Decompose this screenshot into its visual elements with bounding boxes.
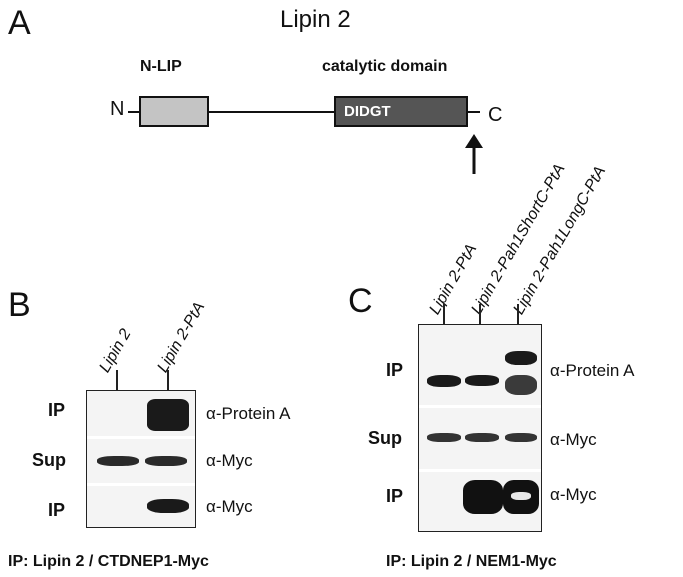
panel-b-lane-1-tick	[116, 370, 118, 392]
panel-b-lane-2-tick	[167, 370, 169, 392]
panel-c-row-1-lane-3-lower-band	[505, 375, 537, 395]
panel-c-divider-1	[419, 405, 541, 408]
panel-b-row-1-lane-2-band	[147, 399, 189, 431]
panel-c-lane-1-tick	[443, 304, 445, 326]
panel-b-row-1-antibody: α-Protein A	[206, 404, 291, 423]
panel-c-row-1-label: IP	[386, 360, 404, 380]
panel-b-row-2-label: Sup	[32, 450, 66, 470]
panel-b-row-3-lane-2-band	[147, 499, 189, 513]
panel-c-row-3-lane-3-band	[503, 480, 539, 514]
nlip-domain-box	[139, 96, 209, 127]
panel-c-blot	[418, 324, 542, 532]
c-terminus-label: C	[488, 104, 503, 126]
panel-c-row-2-lane-3-band	[505, 433, 537, 442]
panel-c-row-1-lane-1-band	[427, 375, 461, 387]
panel-c-row-3-lane-2-band	[463, 480, 503, 514]
panel-c-caption: IP: Lipin 2 / NEM1-Myc	[386, 553, 557, 570]
panel-c-row-3-antibody: α-Myc	[550, 485, 597, 504]
panel-c-row-1-antibody: α-Protein A	[550, 361, 635, 380]
c-terminus-arrow-icon	[465, 134, 483, 174]
panel-c-row-2-label: Sup	[368, 428, 402, 448]
panel-c-row-3-lane-3-burnout	[511, 492, 531, 500]
panel-b-row-1-label: IP	[48, 400, 66, 420]
panel-a-title: Lipin 2	[280, 6, 351, 33]
panel-a-letter: A	[8, 4, 31, 42]
nlip-label: N-LIP	[140, 58, 182, 75]
panel-c-row-1-lane-2-band	[465, 375, 499, 386]
panel-c-row-1-lane-3-upper-band	[505, 351, 537, 365]
panel-c-row-2-lane-1-band	[427, 433, 461, 442]
panel-b-row-3-antibody: α-Myc	[206, 497, 253, 516]
panel-b-divider-1	[87, 436, 195, 439]
panel-c-row-3-label: IP	[386, 486, 404, 506]
panel-c-divider-2	[419, 469, 541, 472]
catalytic-domain-box: DIDGT	[334, 96, 468, 127]
panel-b-divider-2	[87, 483, 195, 486]
panel-b-row-2-lane-2-band	[145, 456, 187, 466]
n-terminus-label: N	[110, 98, 125, 120]
protein-backbone	[128, 111, 480, 113]
panel-b-lane-1-label: Lipin 2	[96, 326, 135, 376]
motif-label: DIDGT	[344, 103, 391, 120]
panel-b-letter: B	[8, 286, 31, 324]
panel-b-lane-2-label: Lipin 2-PtA	[154, 299, 209, 376]
panel-c-row-2-antibody: α-Myc	[550, 430, 597, 449]
panel-b-blot	[86, 390, 196, 528]
panel-b-row-2-lane-1-band	[97, 456, 139, 466]
panel-b-row-2-antibody: α-Myc	[206, 451, 253, 470]
panel-b-caption: IP: Lipin 2 / CTDNEP1-Myc	[8, 553, 209, 570]
panel-c-lane-3-tick	[517, 304, 519, 326]
panel-c-row-2-lane-2-band	[465, 433, 499, 442]
panel-c-lane-2-tick	[479, 304, 481, 326]
panel-b-row-3-label: IP	[48, 500, 66, 520]
catalytic-domain-label: catalytic domain	[322, 58, 448, 75]
panel-c-letter: C	[348, 282, 373, 320]
